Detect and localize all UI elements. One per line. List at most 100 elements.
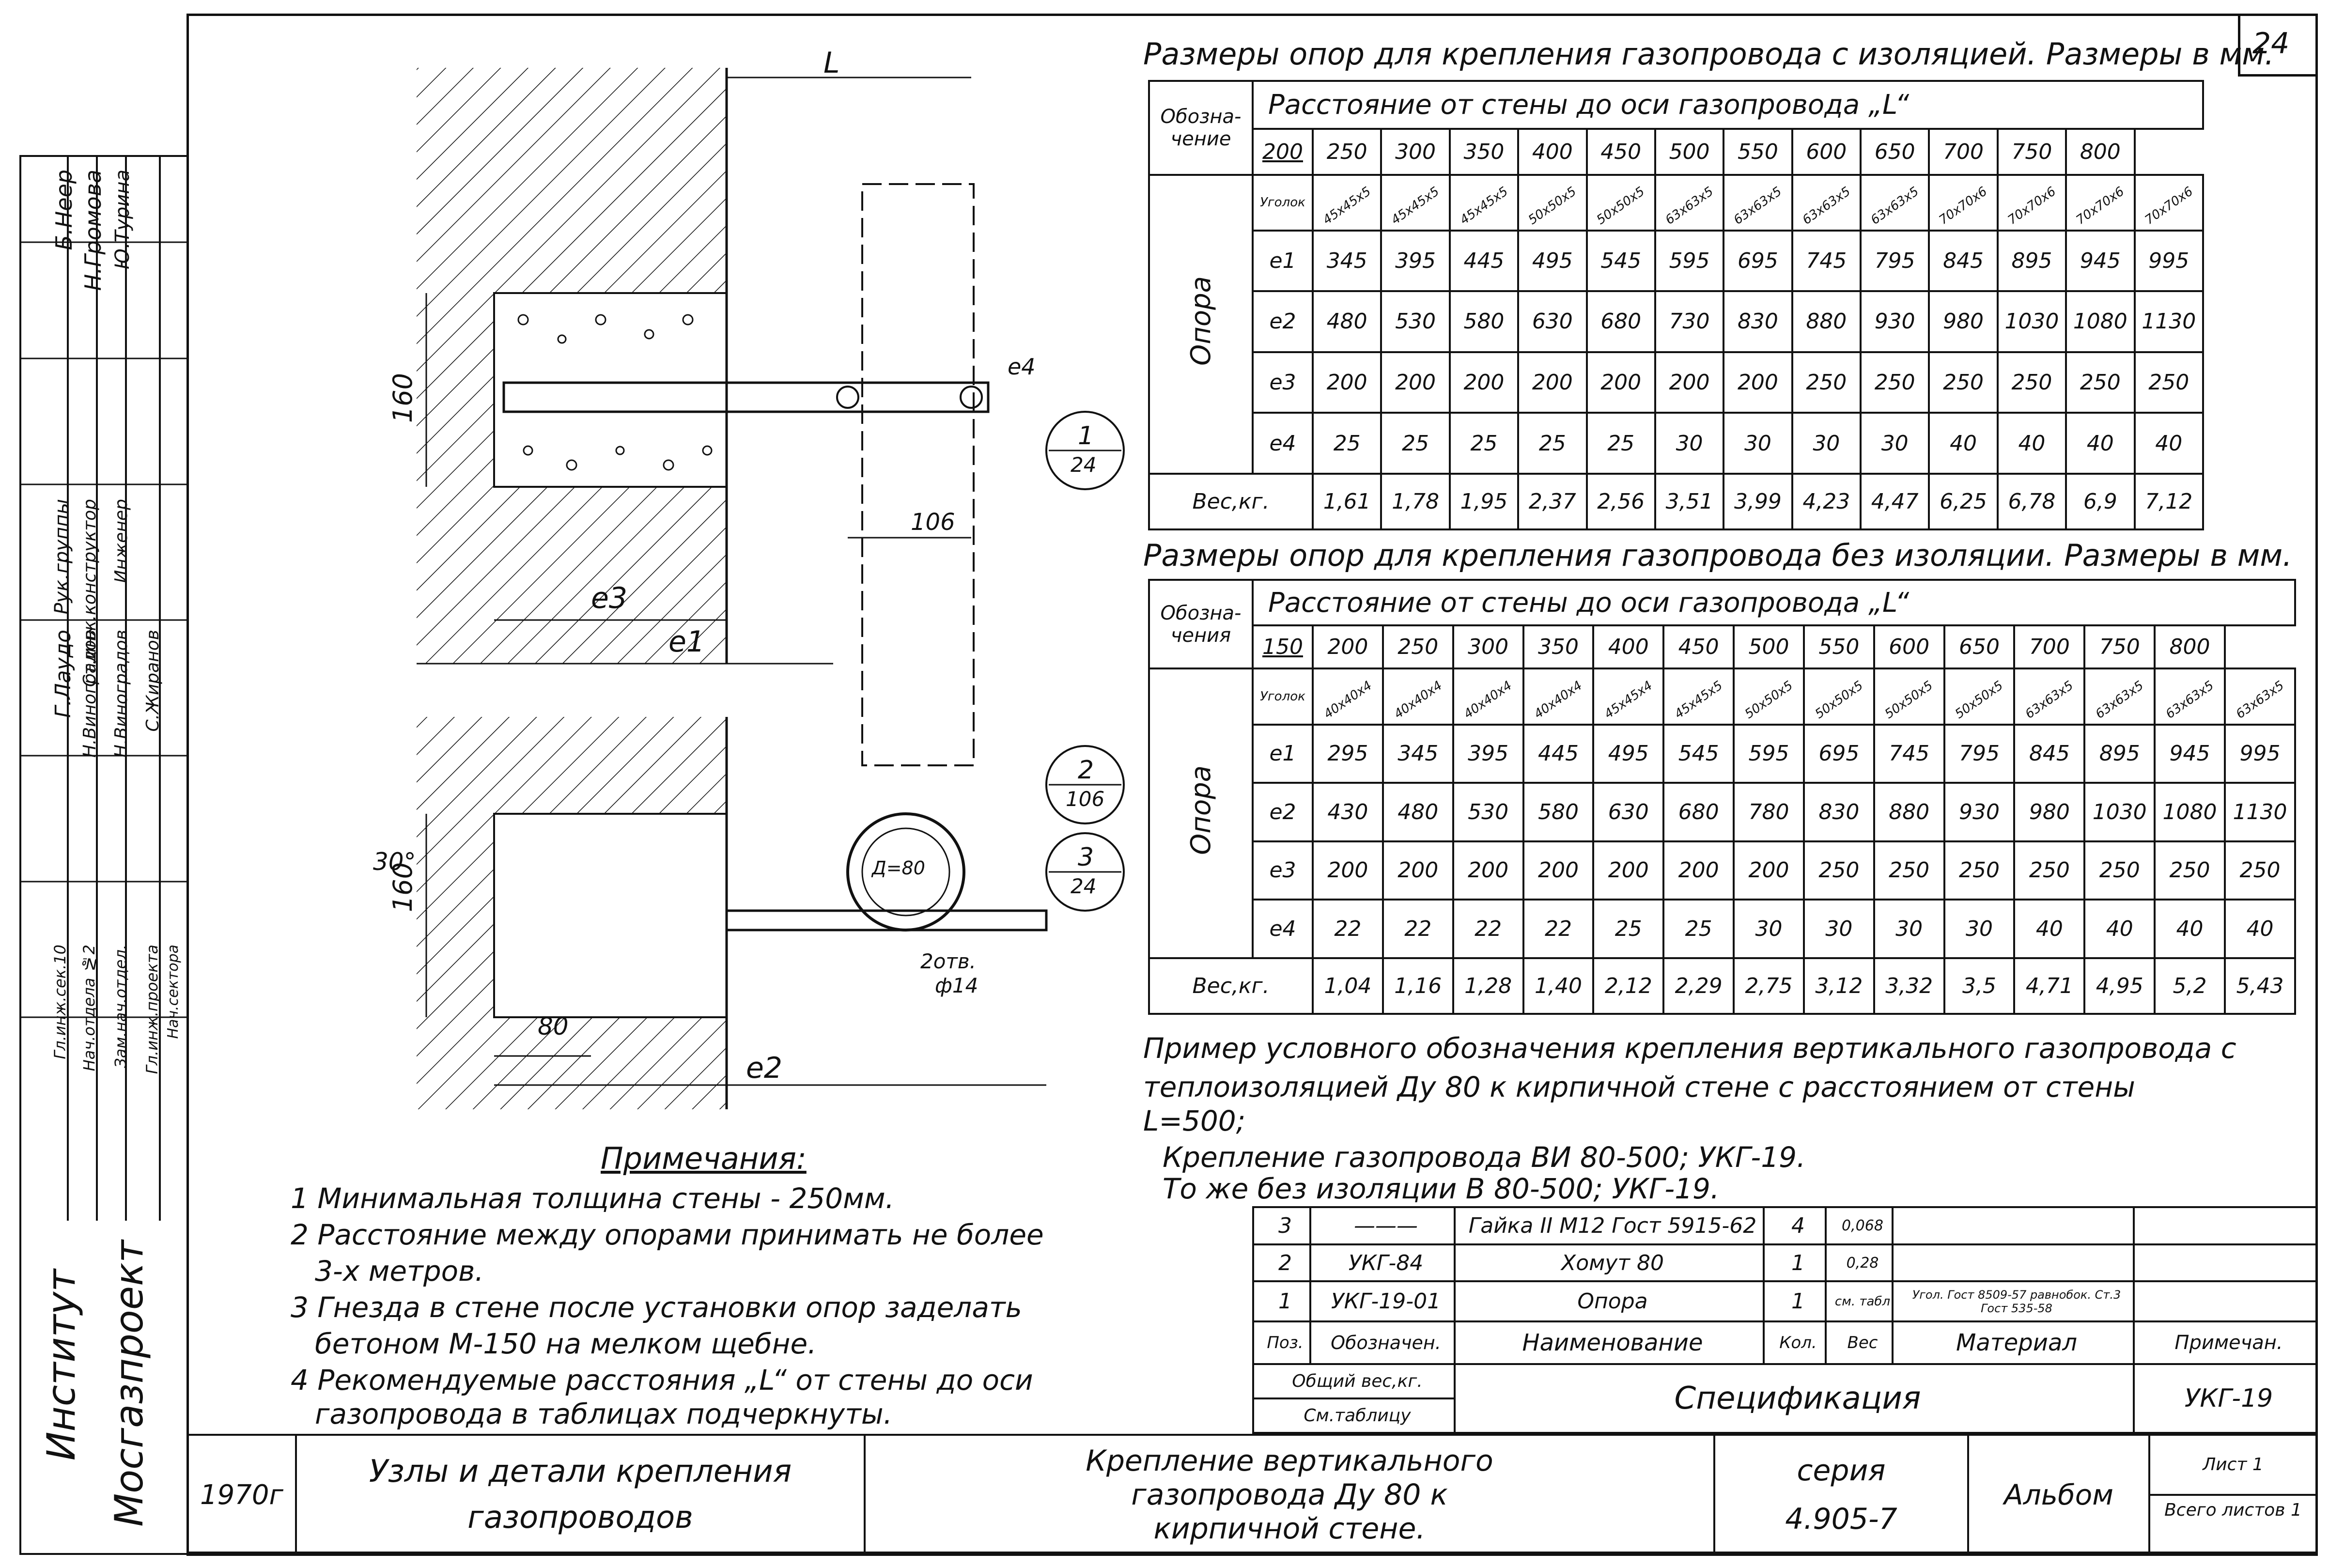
t2-cell: 880 (1873, 782, 1945, 842)
t2-cell: 495 (1592, 723, 1665, 784)
t2-angle-value: 40х40х4 (1531, 678, 1585, 722)
t2-cell: 780 (1733, 782, 1805, 842)
t1-angle-cell: 70х70х6 (1996, 173, 2067, 232)
t2-angle-value: 50х50х5 (1952, 678, 2006, 722)
note-4: 4 Рекомендуемые расстояния „L“ от стены … (291, 1364, 1033, 1397)
t2-row-e2-label: e2 (1252, 782, 1314, 842)
t1-row-e2-label: e2 (1252, 290, 1314, 353)
strip-name-7: С.Жиранов (143, 630, 163, 732)
t2-weight-cell: 2,75 (1733, 957, 1805, 1015)
institute-label: Институт (39, 1269, 84, 1461)
t1-angle-value: 70х70х6 (2073, 184, 2127, 228)
t2-angle-value: 63х63х5 (2093, 678, 2146, 722)
callout-3-num: 3 (1078, 843, 1094, 872)
t2-weight-label: Вес,кг. (1148, 957, 1314, 1015)
t2-row-e1-label: e1 (1252, 723, 1314, 784)
t2-cell: 200 (1662, 840, 1735, 901)
t2-header: Расстояние от стены до оси газопровода „… (1252, 578, 2296, 627)
t1-header: Расстояние от стены до оси газопровода „… (1252, 79, 2204, 130)
t1-cell: 895 (1996, 229, 2067, 293)
t2-cell: 200 (1312, 840, 1384, 901)
table1: Обозна-чение Расстояние от стены до оси … (1148, 79, 2204, 531)
t1-cell: 250 (1996, 351, 2067, 414)
t1-angle-label: Уголок (1252, 173, 1314, 232)
t1-cell: 1030 (1996, 290, 2067, 353)
t2-cell: 40 (2013, 899, 2086, 959)
note-3b: бетоном М-150 на мелком щебне. (315, 1327, 817, 1360)
dim-e4: e4 (1008, 354, 1036, 380)
t1-cell: 845 (1928, 229, 1999, 293)
t1-cell: 200 (1585, 351, 1656, 414)
drawing-views (417, 68, 1125, 1109)
spec-row-2: 2 УКГ-84 Хомут 80 1 0,28 (1252, 1243, 2318, 1283)
dim-L: L (823, 46, 840, 80)
example-line-5: То же без изоляции В 80-500; УКГ-19. (1163, 1172, 1720, 1205)
t2-cell: 30 (1802, 899, 1875, 959)
stamp-series-label: серия (1797, 1454, 1886, 1488)
t1-cell: 580 (1448, 290, 1520, 353)
t1-cell: 250 (1928, 351, 1999, 414)
t1-cell: 200 (1517, 351, 1588, 414)
spec-pos: 3 (1252, 1206, 1311, 1245)
t2-cell: 1130 (2223, 782, 2297, 842)
t2-distance-250: 250 (1382, 624, 1454, 670)
t1-cell: 1130 (2133, 290, 2204, 353)
clamp-ring (846, 812, 965, 931)
t1-weight-cell: 6,25 (1928, 472, 1999, 531)
title-stamp: 1970г Узлы и детали крепления газопровод… (186, 1434, 2318, 1556)
t2-cell: 480 (1382, 782, 1454, 842)
strip-name-5: Н.Виноградов (80, 630, 100, 758)
t2-weight-cell: 3,32 (1873, 957, 1945, 1015)
t2-cell: 945 (2154, 723, 2226, 784)
t2-cell: 930 (1943, 782, 2016, 842)
t2-distance-550: 550 (1802, 624, 1875, 670)
t2-angle-value: 63х63х5 (2233, 678, 2287, 722)
dim-e3: e3 (591, 581, 628, 615)
t1-distance-250: 250 (1311, 128, 1382, 176)
angle-30: 30° (373, 848, 416, 876)
sheet-number-box (2238, 14, 2318, 77)
t2-angle-value: 50х50х5 (1742, 678, 1796, 722)
t2-angle-cell: 40х40х4 (1312, 668, 1384, 726)
t2-cell: 995 (2223, 723, 2297, 784)
example-line-3: L=500; (1143, 1104, 1246, 1137)
t2-cell: 200 (1592, 840, 1665, 901)
t2-weight-cell: 2,29 (1662, 957, 1735, 1015)
t2-cell: 580 (1522, 782, 1595, 842)
table1-title: Размеры опор для крепления газопровода с… (1143, 36, 2274, 72)
t2-angle-value: 40х40х4 (1391, 678, 1445, 722)
t1-cell: 995 (2133, 229, 2204, 293)
spec-weight: см. табл (1825, 1280, 1894, 1322)
spec-weight: 0,28 (1825, 1243, 1894, 1283)
t1-row-e4-label: e4 (1252, 412, 1314, 475)
t2-weight-cell: 4,71 (2013, 957, 2086, 1015)
t1-weight-cell: 7,12 (2133, 472, 2204, 531)
t2-cell: 30 (1733, 899, 1805, 959)
t1-angle-value: 70х70х6 (1936, 184, 1990, 228)
t2-row-group: Опора (1185, 765, 1217, 855)
stamp-year: 1970г (186, 1434, 297, 1556)
dim-106: 106 (911, 509, 955, 536)
left-strip-lines (19, 155, 189, 1231)
t2-distance-650: 650 (1943, 624, 2016, 670)
t1-cell: 945 (2065, 229, 2136, 293)
strip-name-3: Ю.Турина (111, 170, 134, 270)
strip-name-4: Г.Лаудо (51, 630, 76, 718)
dim-160-bottom: 160 (388, 862, 418, 913)
spec-material: Угол. Гост 8509-57 равнобок. Ст.3 Гост 5… (1892, 1280, 2135, 1322)
notes-heading: Примечания: (601, 1141, 807, 1176)
t1-distance-450: 450 (1585, 128, 1656, 176)
note-4b: газопровода в таблицах подчеркнуты. (315, 1397, 893, 1430)
support-bar-top (502, 381, 990, 413)
stamp-title-line-2: газопровода Ду 80 к (1131, 1478, 1448, 1512)
example-line-4: Крепление газопровода ВИ 80-500; УКГ-19. (1163, 1141, 1806, 1174)
stamp-total: Всего листов 1 (2150, 1496, 2316, 1554)
spec-total-label: Общий вес,кг. (1252, 1363, 1456, 1400)
t1-angle-cell: 50х50х5 (1517, 173, 1588, 232)
t2-cell: 830 (1802, 782, 1875, 842)
t2-cell: 445 (1522, 723, 1595, 784)
t1-angle-value: 50х50х5 (1525, 184, 1579, 228)
